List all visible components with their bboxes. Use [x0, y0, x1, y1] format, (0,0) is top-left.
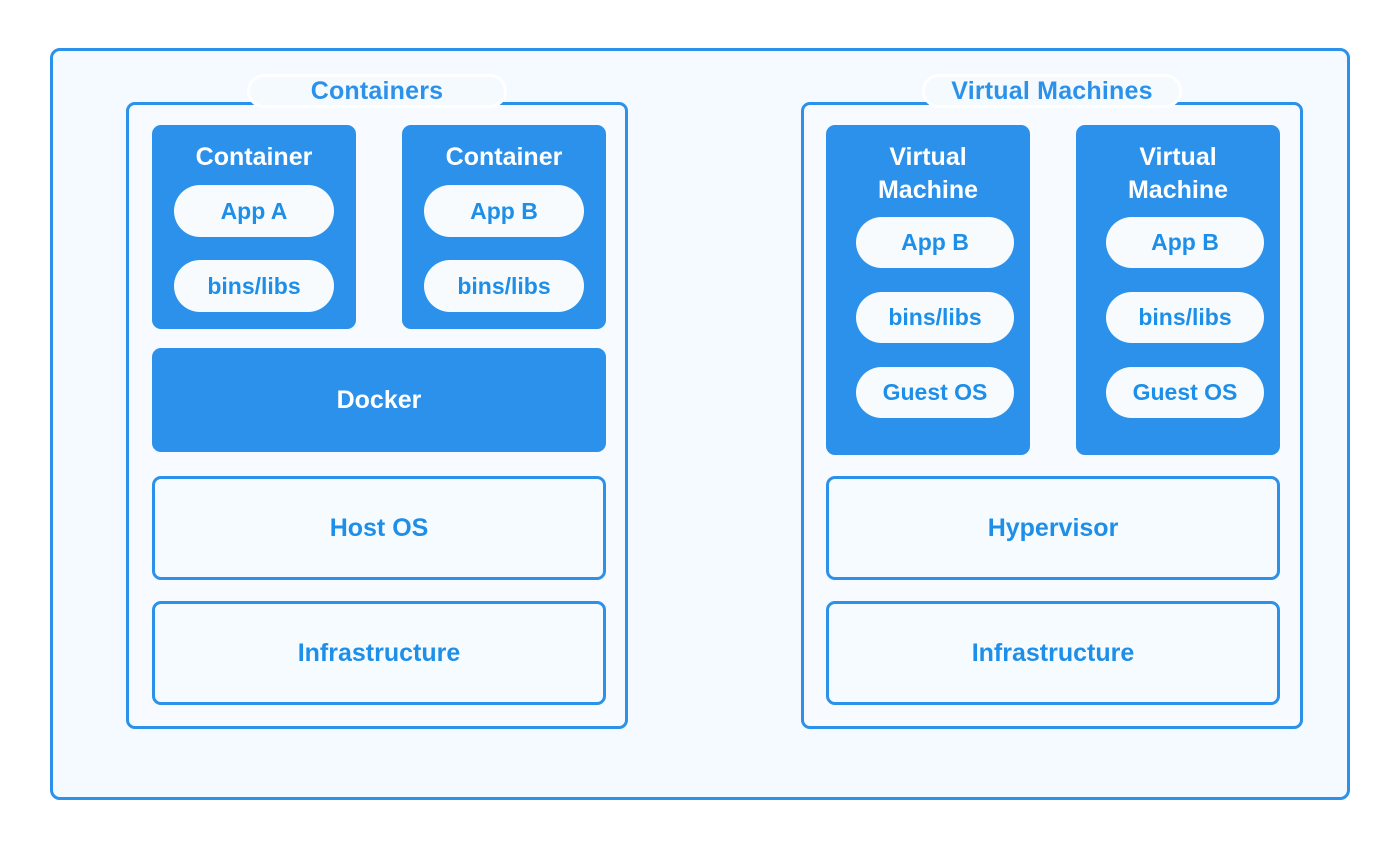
host-os-box: Host OS — [152, 476, 606, 580]
container-box-1-bins-pill: bins/libs — [174, 260, 334, 312]
virtual-machine-box-2-bins-pill: bins/libs — [1106, 292, 1264, 343]
virtual-machine-box-2-app-pill: App B — [1106, 217, 1264, 268]
docker-engine-box: Docker — [152, 348, 606, 452]
container-box-2-app-pill: App B — [424, 185, 584, 237]
container-box-2: Container App B bins/libs — [402, 125, 606, 329]
virtual-machine-box-1: Virtual Machine App B bins/libs Guest OS — [826, 125, 1030, 455]
virtual-machine-box-2-title: Virtual Machine — [1127, 143, 1229, 204]
containers-infrastructure-box: Infrastructure — [152, 601, 606, 705]
virtual-machine-box-1-bins-pill: bins/libs — [856, 292, 1014, 343]
container-box-1-app-pill: App A — [174, 185, 334, 237]
containers-column: Containers Container App A bins/libs Con… — [126, 74, 628, 729]
hypervisor-box: Hypervisor — [826, 476, 1280, 580]
containers-title-label: Containers — [247, 74, 507, 108]
container-box-1-title: Container — [195, 143, 313, 171]
virtual-machine-box-1-app-pill: App B — [856, 217, 1014, 268]
virtual-machine-box-2-guest-os-pill: Guest OS — [1106, 367, 1264, 418]
container-box-1: Container App A bins/libs — [152, 125, 356, 329]
docker-engine-label: Docker — [336, 386, 422, 414]
container-box-2-bins-pill: bins/libs — [424, 260, 584, 312]
virtual-machine-box-1-title: Virtual Machine — [877, 143, 979, 204]
virtual-machines-title-label: Virtual Machines — [922, 74, 1182, 108]
virtual-machines-infrastructure-box: Infrastructure — [826, 601, 1280, 705]
virtual-machine-box-2: Virtual Machine App B bins/libs Guest OS — [1076, 125, 1280, 455]
architecture-comparison-diagram: Containers Container App A bins/libs Con… — [50, 48, 1350, 800]
virtual-machines-column: Virtual Machines Virtual Machine App B b… — [801, 74, 1303, 729]
container-box-2-title: Container — [445, 143, 563, 171]
virtual-machine-box-1-guest-os-pill: Guest OS — [856, 367, 1014, 418]
